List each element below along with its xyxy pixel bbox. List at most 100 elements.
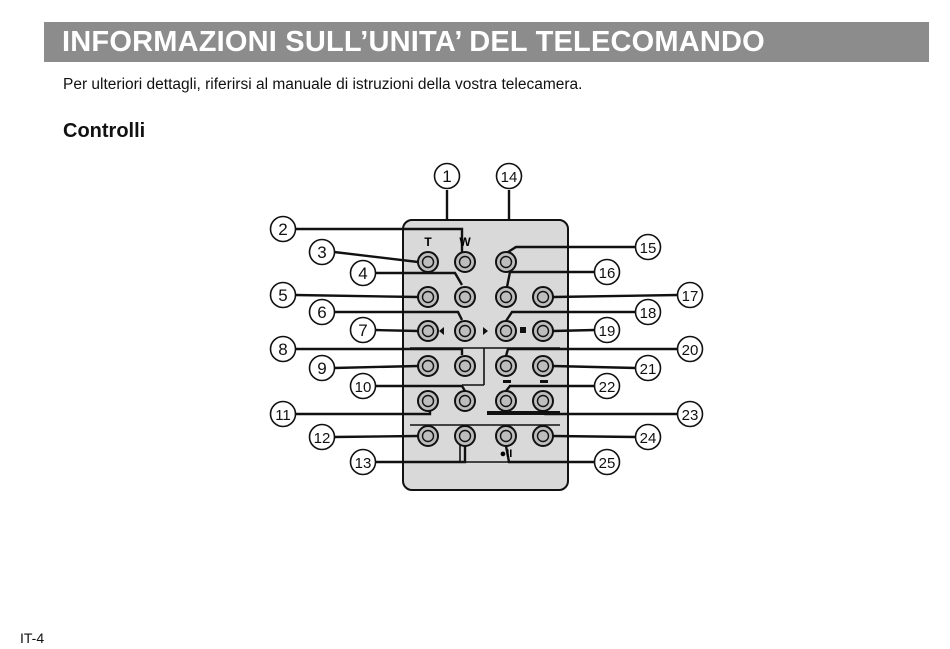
callouts-layer: 1234567891011121314151617181920212223242… [269,162,704,476]
callout-number: 21 [634,354,662,382]
remote-button [454,251,476,273]
svg-text:2: 2 [278,220,287,239]
leader-line [505,270,595,288]
callout-number: 9 [308,354,336,382]
svg-text:7: 7 [358,321,367,340]
remote-button [495,390,517,412]
svg-text:20: 20 [682,342,699,359]
leader-line [295,411,432,416]
callout-number: 16 [593,258,621,286]
remote-button [454,390,476,412]
leader-line [375,446,467,464]
svg-text:5: 5 [278,286,287,305]
callout-number: 4 [349,259,377,287]
leader-line [552,434,637,439]
svg-text:11: 11 [275,407,291,424]
callout-number: 7 [349,316,377,344]
remote-button [495,355,517,377]
leader-line [505,310,636,322]
svg-text:19: 19 [599,323,616,340]
svg-text:14: 14 [501,169,518,186]
leader-line [295,227,464,252]
remote-label-strip [487,411,560,415]
remote-button [454,355,476,377]
remote-button [532,286,554,308]
svg-text:4: 4 [358,264,367,283]
callout-number: 18 [634,298,662,326]
callout-number: 22 [593,372,621,400]
svg-text:6: 6 [317,303,326,322]
svg-text:10: 10 [355,379,372,396]
svg-text:23: 23 [682,407,699,424]
leader-line [374,328,419,333]
leader-line [375,384,467,392]
callout-number: 23 [676,400,704,428]
svg-text:1: 1 [442,167,451,186]
leader-line [294,293,419,299]
svg-text:13: 13 [355,455,372,472]
remote-button [532,390,554,412]
svg-text:8: 8 [278,340,287,359]
leader-line [552,293,679,299]
svg-text:3: 3 [317,243,326,262]
remote-button [495,286,517,308]
remote-button [417,286,439,308]
callout-number: 1 [433,162,461,190]
remote-button [495,320,517,342]
remote-button [417,251,439,273]
svg-text:12: 12 [314,430,331,447]
remote-button [417,390,439,412]
svg-text:15: 15 [640,240,657,257]
section-heading: Controlli [63,120,146,142]
remote-button [417,355,439,377]
svg-text:9: 9 [317,359,326,378]
leader-line [295,347,464,355]
svg-text:21: 21 [640,361,657,378]
remote-button [454,425,476,447]
remote-button [454,286,476,308]
key-label-record-pause: ●II [500,448,513,460]
leader-line [333,434,419,439]
svg-text:17: 17 [682,288,699,305]
svg-text:18: 18 [640,305,657,322]
callout-number: 5 [269,281,297,309]
leader-line [334,310,464,321]
small-key-marks [439,327,548,383]
leader-line [333,250,419,264]
intro-text: Per ulteriori dettagli, riferirsi al man… [63,76,583,93]
leader-line [375,271,464,286]
svg-text:24: 24 [640,430,657,447]
key-label-wide: W [459,235,471,249]
page-number: IT-4 [20,630,45,646]
callout-number: 14 [495,162,523,190]
leader-line [552,364,637,370]
title-bar: INFORMAZIONI SULL’UNITA’ DEL TELECOMANDO [44,22,929,62]
callout-number: 17 [676,281,704,309]
callout-number: 3 [308,238,336,266]
callout-number: 10 [349,372,377,400]
remote-button [417,320,439,342]
callout-number: 25 [593,448,621,476]
callout-number: 19 [593,316,621,344]
remote-button [454,320,476,342]
leader-line [504,347,678,357]
remote-button [495,425,517,447]
callout-number: 20 [676,335,704,363]
callout-number: 2 [269,215,297,243]
callout-number: 11 [269,400,297,428]
callout-number: 6 [308,298,336,326]
remote-button [532,320,554,342]
callout-number: 13 [349,448,377,476]
leader-line [333,364,419,370]
svg-text:16: 16 [599,265,616,282]
remote-body [402,219,569,491]
leader-line [505,384,595,392]
key-label-tele: T [424,235,432,249]
svg-text:22: 22 [599,379,616,396]
callout-number: 8 [269,335,297,363]
remote-button [417,425,439,447]
leader-line [542,410,678,416]
leader-line [504,445,595,464]
remote-button [532,425,554,447]
